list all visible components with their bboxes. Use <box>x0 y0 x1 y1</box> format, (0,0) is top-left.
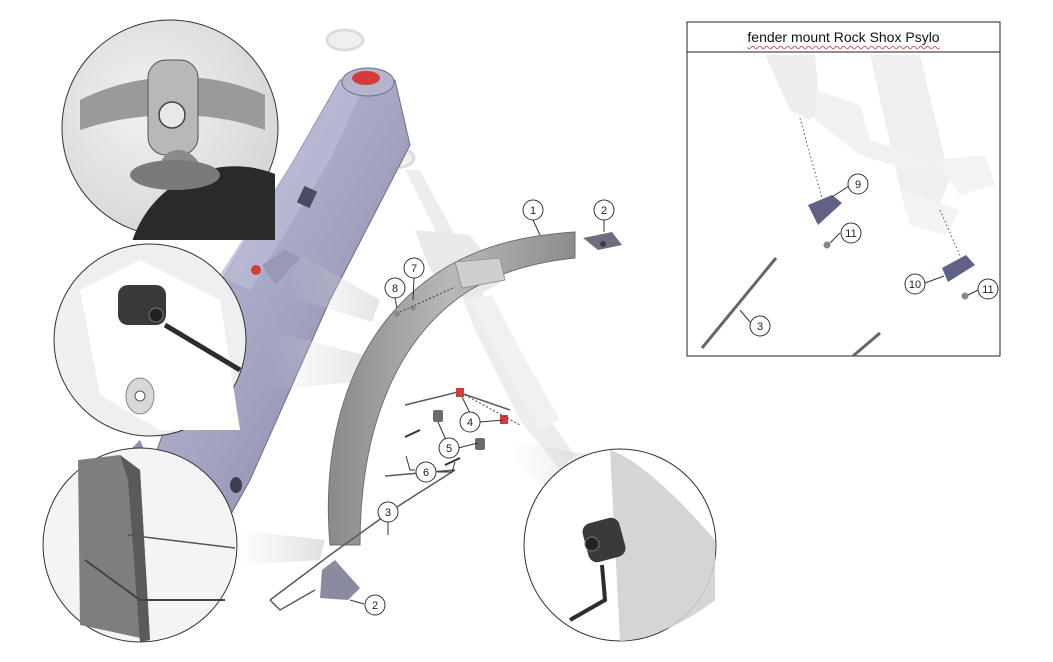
callout-5: 5 <box>437 421 479 459</box>
inset-callout-9: 9 <box>831 173 869 198</box>
svg-text:2: 2 <box>601 205 607 217</box>
callout-3: 3 <box>377 501 399 535</box>
inset-callout-10: 10 <box>904 273 945 295</box>
svg-text:4: 4 <box>467 417 473 429</box>
detail-circle-top <box>61 19 279 240</box>
inset-panel <box>686 21 1001 358</box>
callout-4: 4 <box>459 396 504 433</box>
hardware-parts <box>394 286 521 466</box>
svg-text:3: 3 <box>385 507 391 519</box>
callout-8: 8 <box>384 277 406 309</box>
detail-circle-middle <box>53 243 247 437</box>
callout-1: 1 <box>522 199 544 236</box>
inset-title-text: fender mount Rock Shox Psylo <box>747 29 940 45</box>
svg-text:11: 11 <box>845 228 856 240</box>
fender <box>320 231 622 600</box>
detail-circle-bottom-right <box>523 448 717 642</box>
inset-fork-ghost <box>765 55 995 235</box>
inset-callout-11-left: 11 <box>829 222 862 244</box>
svg-text:11: 11 <box>982 284 993 296</box>
svg-text:2: 2 <box>372 600 378 612</box>
inset-callout-3: 3 <box>739 309 771 337</box>
detail-circle-bottom <box>42 447 238 643</box>
svg-text:3: 3 <box>757 321 763 333</box>
svg-text:9: 9 <box>855 179 861 191</box>
inset-title: fender mount Rock Shox Psylo <box>687 22 1000 52</box>
callout-2-top: 2 <box>593 199 615 232</box>
svg-text:7: 7 <box>411 263 417 275</box>
callout-2-bottom: 2 <box>349 594 386 616</box>
svg-text:8: 8 <box>392 283 398 295</box>
svg-text:10: 10 <box>909 279 921 291</box>
svg-text:6: 6 <box>423 467 429 479</box>
svg-text:1: 1 <box>530 205 536 217</box>
callout-7: 7 <box>403 257 425 301</box>
svg-text:5: 5 <box>446 443 452 455</box>
callout-6: 6 <box>405 455 456 483</box>
inset-callout-11-right: 11 <box>967 278 999 300</box>
